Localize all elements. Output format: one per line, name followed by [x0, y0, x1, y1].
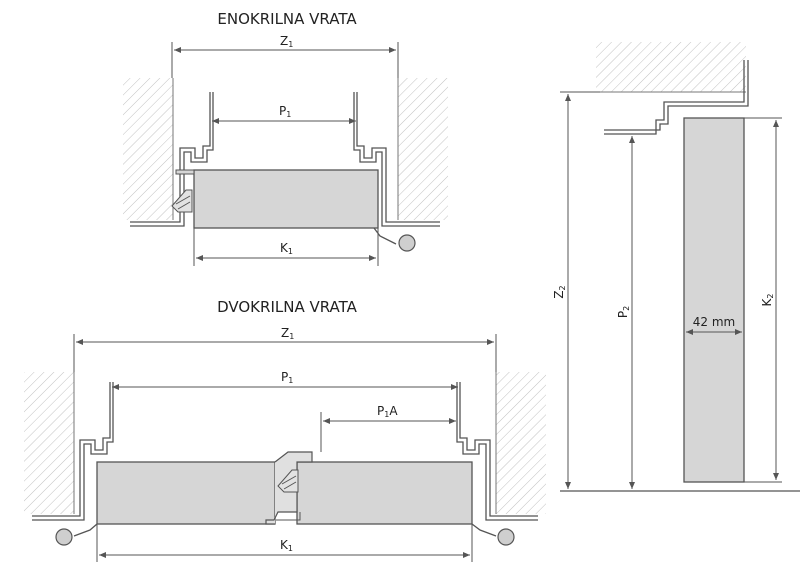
single-p1-label: P1	[279, 104, 291, 119]
double-door-title: DVOKRILNA VRATA	[217, 298, 358, 316]
side-k2-label: K2	[760, 294, 775, 307]
double-left-frame	[32, 382, 111, 517]
double-right-wall	[496, 372, 546, 514]
single-door-title: ENOKRILNA VRATA	[217, 10, 357, 28]
single-door-leaf	[193, 169, 379, 229]
single-right-frame	[356, 92, 440, 223]
side-top-wall	[596, 42, 746, 92]
single-hinge	[398, 234, 416, 252]
double-left-leaf	[96, 461, 276, 525]
side-z2-label: Z2	[552, 285, 567, 298]
double-p1-label: P1	[281, 370, 293, 385]
single-right-wall	[398, 78, 448, 220]
double-right-frame	[459, 382, 538, 517]
double-z1-label: Z1	[281, 326, 294, 341]
double-k1-label: K1	[280, 538, 293, 553]
double-left-wall	[24, 372, 74, 514]
single-door-section: ENOKRILNA VRATA Z1 P1 K1	[123, 10, 448, 266]
double-door-section: DVOKRILNA VRATA Z1 P1	[24, 298, 546, 562]
single-left-wall	[123, 78, 173, 220]
double-p1a-label: P1A	[377, 404, 398, 419]
double-right-hinge	[497, 528, 515, 546]
double-left-hinge	[55, 528, 73, 546]
double-right-leaf	[296, 461, 473, 525]
single-k1-label: K1	[280, 241, 293, 256]
side-frame-profile	[604, 60, 749, 131]
single-hinge-arm	[373, 227, 397, 245]
side-section: Z2 P2 K2 42 mm	[552, 42, 800, 492]
side-p2-label: P2	[616, 306, 631, 318]
single-z1-label: Z1	[280, 34, 293, 49]
side-thickness-label: 42 mm	[693, 315, 735, 329]
side-door-leaf	[683, 117, 745, 483]
